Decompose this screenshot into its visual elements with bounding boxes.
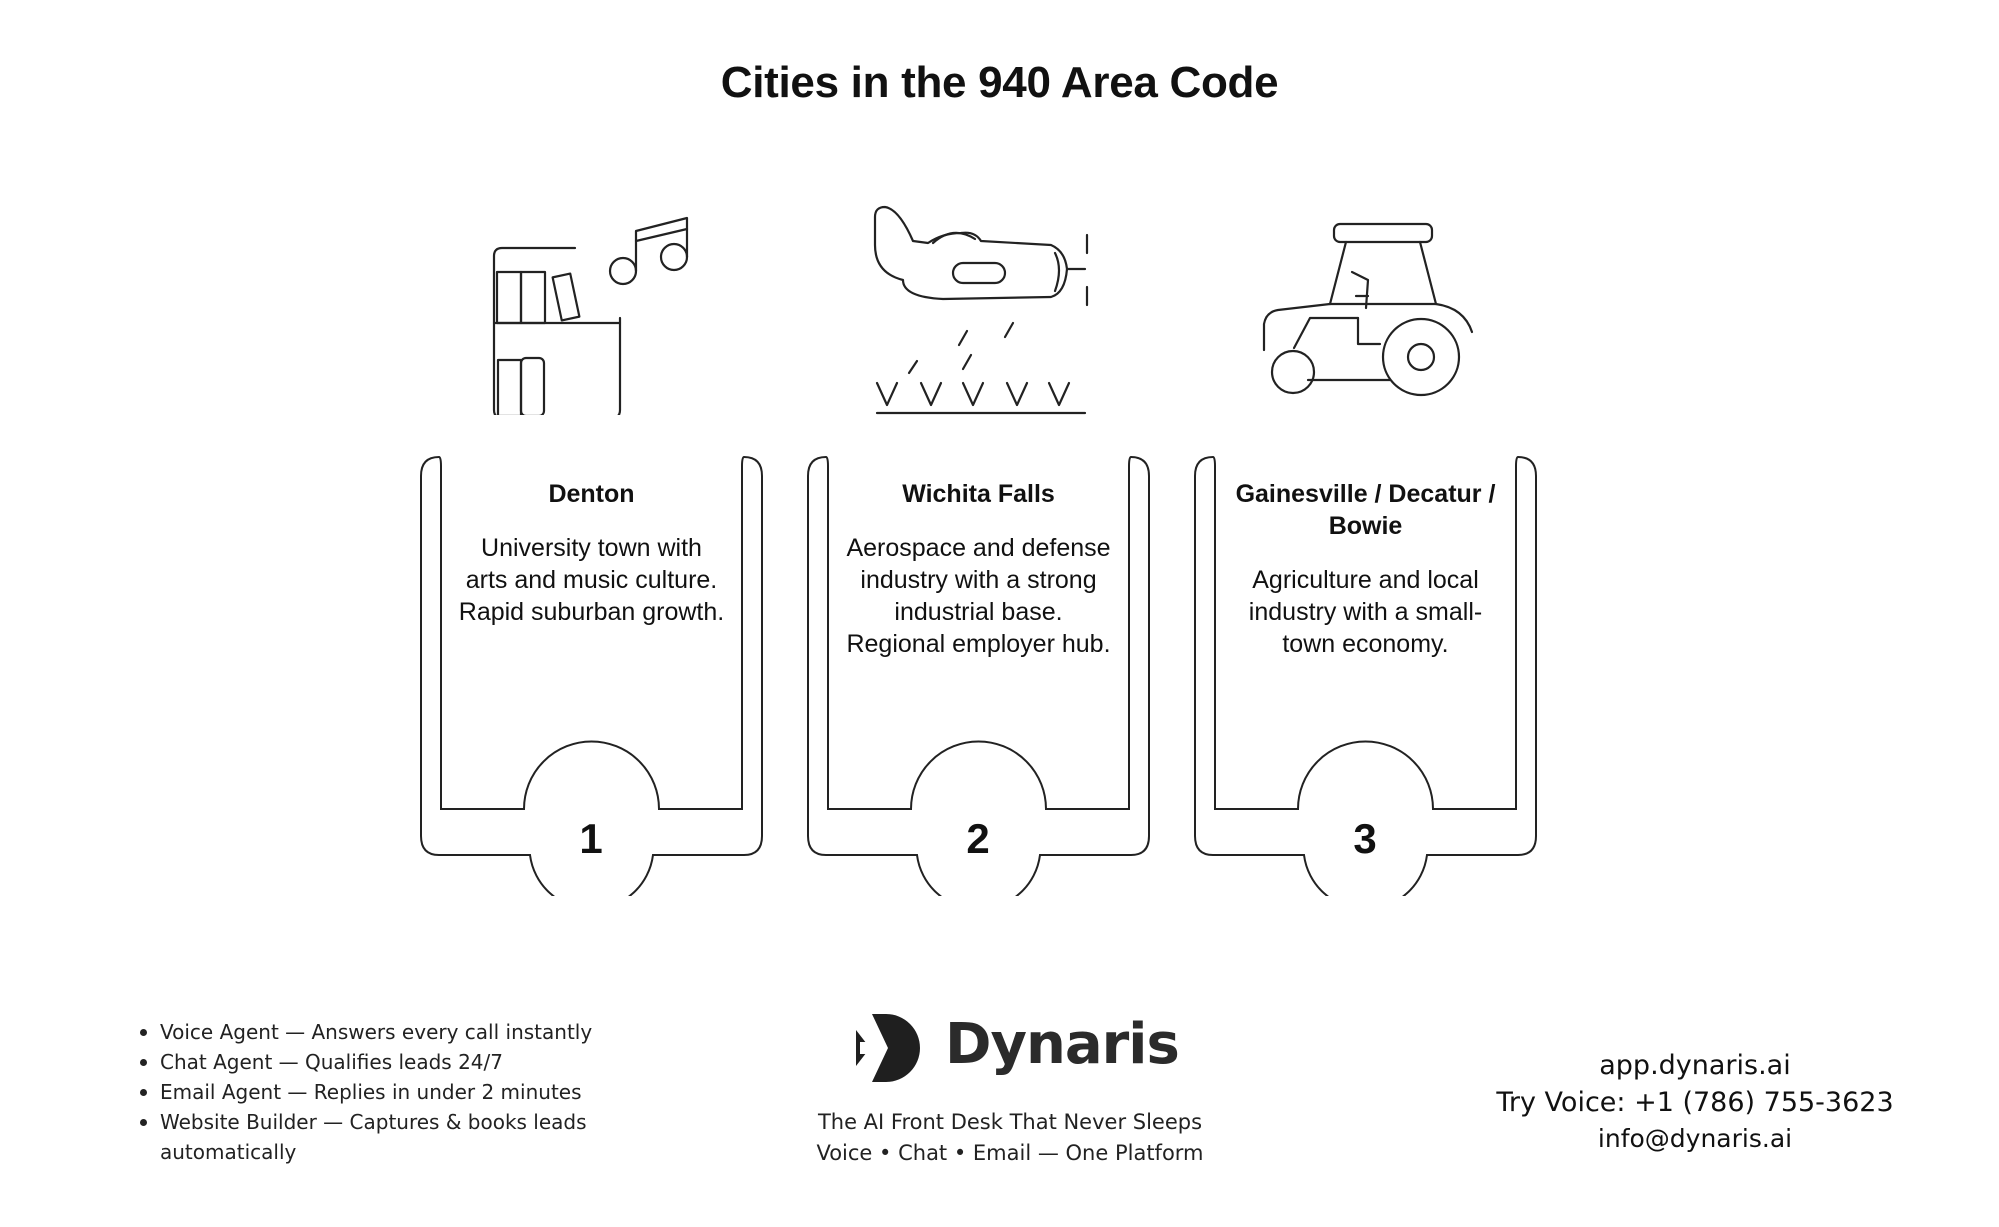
- brand-tagline-channels: Voice • Chat • Email — One Platform: [816, 1141, 1204, 1165]
- contact-email[interactable]: info@dynaris.ai: [1597, 1124, 1793, 1153]
- card-city: Gainesville / Decatur / Bowie: [1235, 480, 1496, 540]
- city-card-gainesville: Gainesville / Decatur / Bowie Agricultur…: [1193, 456, 1538, 896]
- card-frame: [807, 456, 1150, 896]
- feature-item: Voice Agent — Answers every call instant…: [140, 1017, 620, 1047]
- city-card-denton: Denton University town with arts and mus…: [419, 456, 764, 896]
- brand-tagline: The AI Front Desk That Never Sleeps: [817, 1110, 1203, 1134]
- feature-item: Chat Agent — Qualifies leads 24/7: [140, 1047, 620, 1077]
- card-frame: [420, 456, 763, 896]
- card-city: Wichita Falls: [902, 480, 1055, 508]
- crop-duster-plane-icon: [873, 205, 1089, 415]
- tractor-icon: [1262, 222, 1474, 397]
- music-building-icon: [492, 216, 689, 415]
- city-card-wichita-falls: Wichita Falls Aerospace and defense indu…: [806, 456, 1151, 896]
- card-number: 2: [966, 815, 990, 862]
- contact-voice[interactable]: Try Voice: +1 (786) 755-3623: [1496, 1087, 1894, 1118]
- dynaris-logo-icon: [856, 1014, 920, 1082]
- card-number: 3: [1353, 815, 1377, 862]
- feature-item: Website Builder — Captures & books leads…: [140, 1107, 620, 1167]
- page-title: Cities in the 940 Area Code: [720, 58, 1279, 107]
- brand-name: Dynaris: [945, 1012, 1180, 1077]
- card-description: Aerospace and defense industry with a st…: [846, 534, 1111, 658]
- card-description: University town with arts and music cult…: [458, 534, 725, 626]
- card-number: 1: [579, 815, 603, 862]
- feature-item: Email Agent — Replies in under 2 minutes: [140, 1077, 620, 1107]
- contact-website[interactable]: app.dynaris.ai: [1599, 1050, 1791, 1081]
- card-frame: [1194, 456, 1537, 896]
- card-city: Denton: [548, 480, 635, 508]
- card-description: Agriculture and local industry with a sm…: [1248, 566, 1483, 658]
- feature-list: Voice Agent — Answers every call instant…: [140, 1017, 620, 1167]
